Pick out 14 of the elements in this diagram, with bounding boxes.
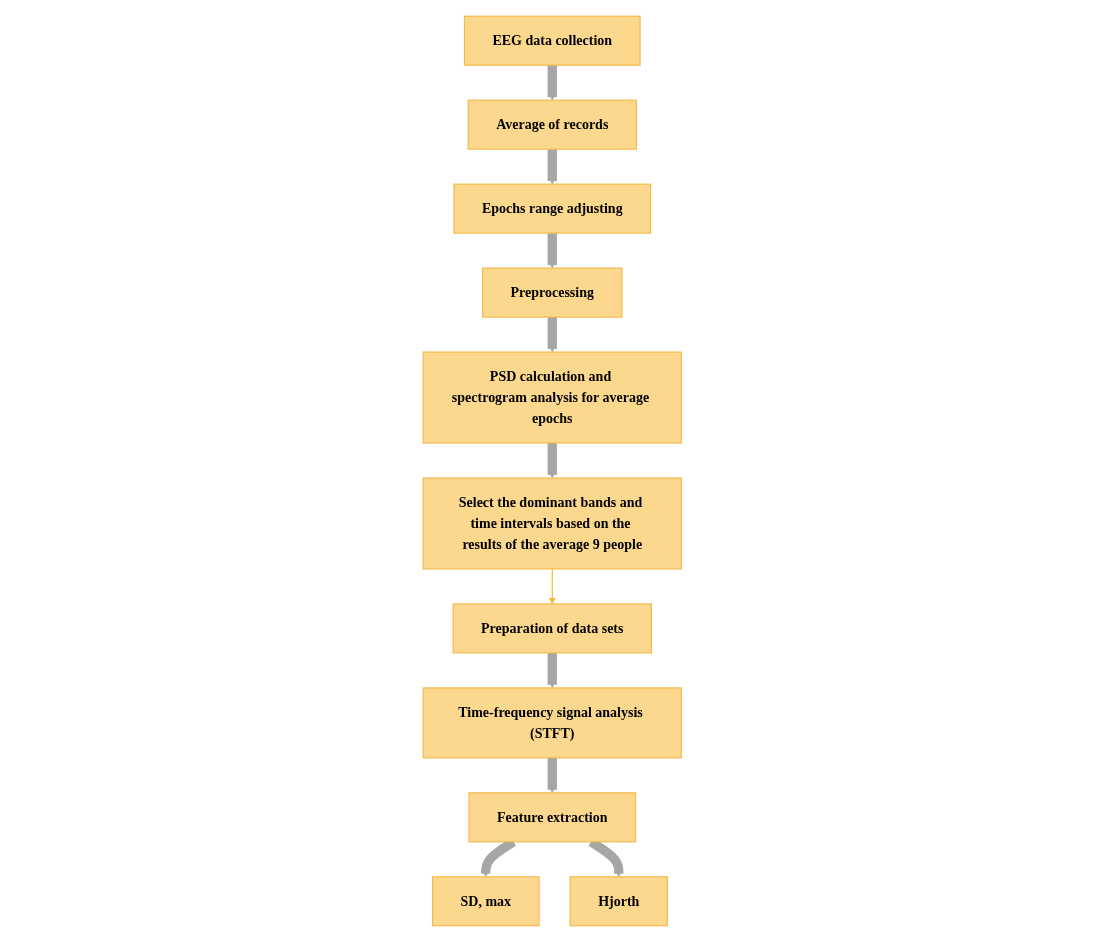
arrow [547,651,558,689]
node-box: Epochs range adjusting [453,183,652,234]
node-box: EEG data collection [464,15,641,66]
node-box: Preparation of data sets [452,603,653,654]
node-box: Select the dominant bands and time intervals based on the results of the average 9 people [422,477,683,570]
node-box: Average of records [467,99,638,150]
arrow [549,568,556,605]
node-box: SD, max [432,876,540,927]
node-box: Hjorth [569,876,669,927]
node-box: PSD calculation and spectrogram analysis for average epochs [422,351,683,444]
arrow [547,756,558,794]
node-box: Preprocessing [482,267,623,318]
node-box: Time-frequency signal analysis (STFT) [422,687,683,759]
node-box: Feature extraction [468,792,637,843]
